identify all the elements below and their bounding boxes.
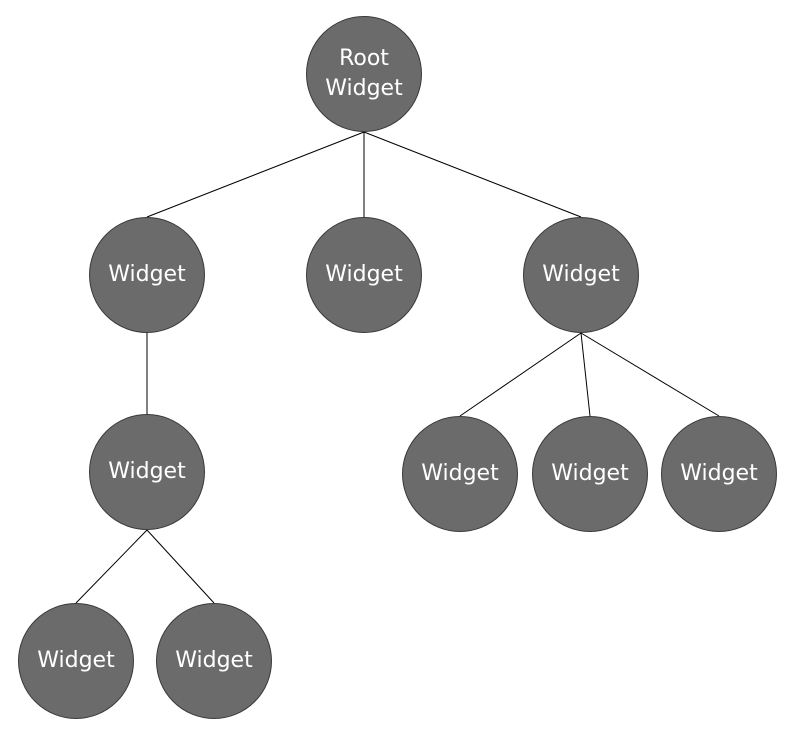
node-widget-level3-left: Widget <box>18 603 134 719</box>
node-widget-level2-right-c: Widget <box>661 416 777 532</box>
node-root-widget: Root Widget <box>306 16 422 132</box>
node-widget-level2-left: Widget <box>89 414 205 530</box>
node-label: Widget <box>680 461 758 486</box>
edge-l1c-l2d <box>580 332 720 417</box>
node-label: Widget <box>551 461 629 486</box>
edge-root-l1a <box>146 131 365 218</box>
node-label: Widget <box>325 262 403 287</box>
edge-l2a-l3a <box>75 529 148 604</box>
edge-l1c-l2b <box>459 332 582 417</box>
node-label: Widget <box>37 648 115 673</box>
node-widget-level2-right-a: Widget <box>402 416 518 532</box>
edge-root-l1c <box>363 131 582 218</box>
edge-l2a-l3b <box>146 529 215 604</box>
node-label: Widget <box>542 262 620 287</box>
node-label: Widget <box>421 461 499 486</box>
node-label: Widget <box>175 648 253 673</box>
node-label: Widget <box>108 459 186 484</box>
node-label: Widget <box>108 262 186 287</box>
node-label: Root Widget <box>325 46 403 101</box>
node-widget-level1-left: Widget <box>89 217 205 333</box>
node-widget-level1-right: Widget <box>523 217 639 333</box>
edge-l1c-l2c <box>580 332 591 417</box>
node-widget-level1-middle: Widget <box>306 217 422 333</box>
node-widget-level3-right: Widget <box>156 603 272 719</box>
node-widget-level2-right-b: Widget <box>532 416 648 532</box>
